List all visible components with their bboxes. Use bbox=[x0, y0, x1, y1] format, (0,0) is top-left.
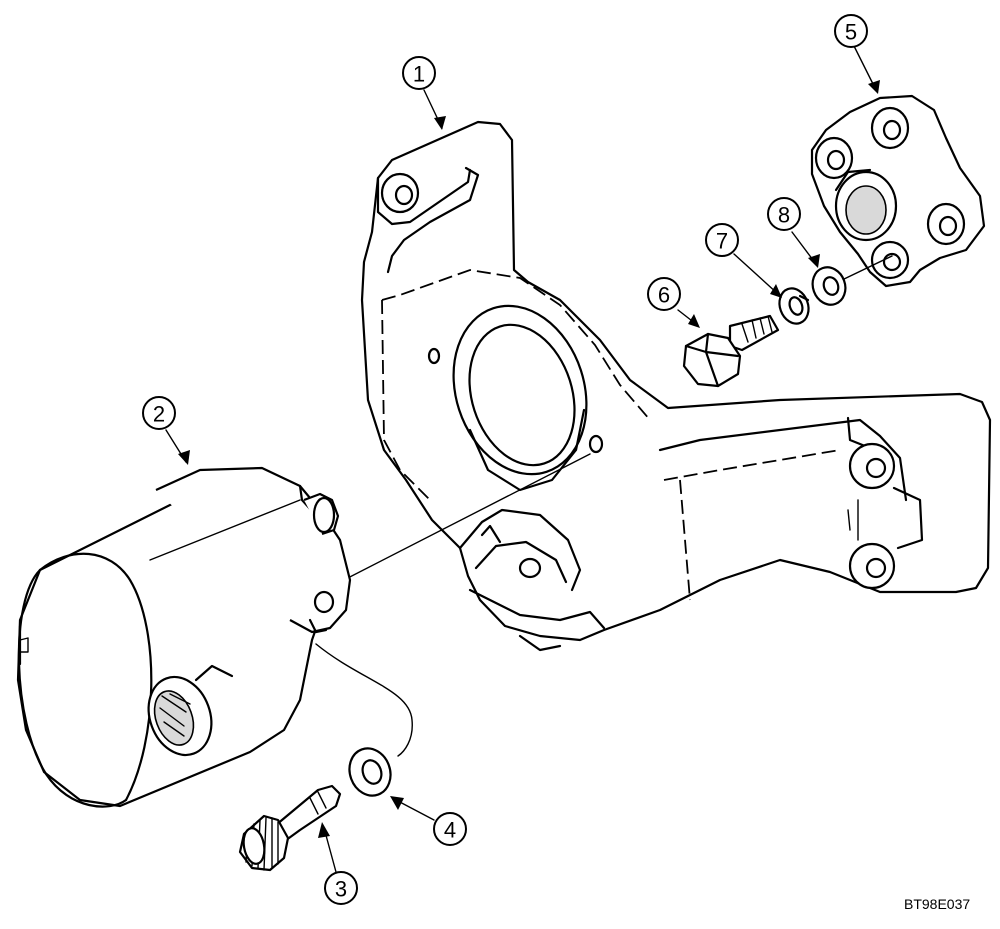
callout-3: 3 bbox=[324, 871, 358, 905]
assembly-centerline bbox=[339, 453, 591, 583]
callout-1-label: 1 bbox=[413, 62, 425, 87]
callout-7-label: 7 bbox=[716, 229, 728, 254]
hydraulic-pump bbox=[16, 466, 352, 808]
callout-8-label: 8 bbox=[778, 203, 790, 228]
coupling-disc bbox=[810, 94, 986, 288]
callout-2-label: 2 bbox=[153, 402, 165, 427]
callout-6: 6 bbox=[647, 277, 681, 311]
drawing-id: BT98E037 bbox=[904, 896, 970, 912]
flat-washer-8 bbox=[811, 266, 847, 306]
callout-7: 7 bbox=[705, 223, 739, 257]
callout-2: 2 bbox=[142, 396, 176, 430]
cap-screw bbox=[682, 314, 780, 388]
fastener-line bbox=[841, 255, 893, 281]
spline-coupler bbox=[238, 784, 342, 872]
callout-5: 5 bbox=[834, 14, 868, 48]
washer-4 bbox=[348, 747, 392, 797]
callout-3-label: 3 bbox=[335, 877, 347, 902]
bolt-path-line bbox=[315, 643, 413, 757]
lock-washer bbox=[778, 287, 810, 325]
callout-1: 1 bbox=[402, 56, 436, 90]
callout-6-label: 6 bbox=[658, 283, 670, 308]
callout-4: 4 bbox=[433, 812, 467, 846]
callout-4-label: 4 bbox=[444, 818, 456, 843]
callout-8: 8 bbox=[767, 197, 801, 231]
mounting-bracket bbox=[360, 120, 992, 652]
callout-5-label: 5 bbox=[845, 20, 857, 45]
callout-leaders bbox=[165, 45, 880, 873]
